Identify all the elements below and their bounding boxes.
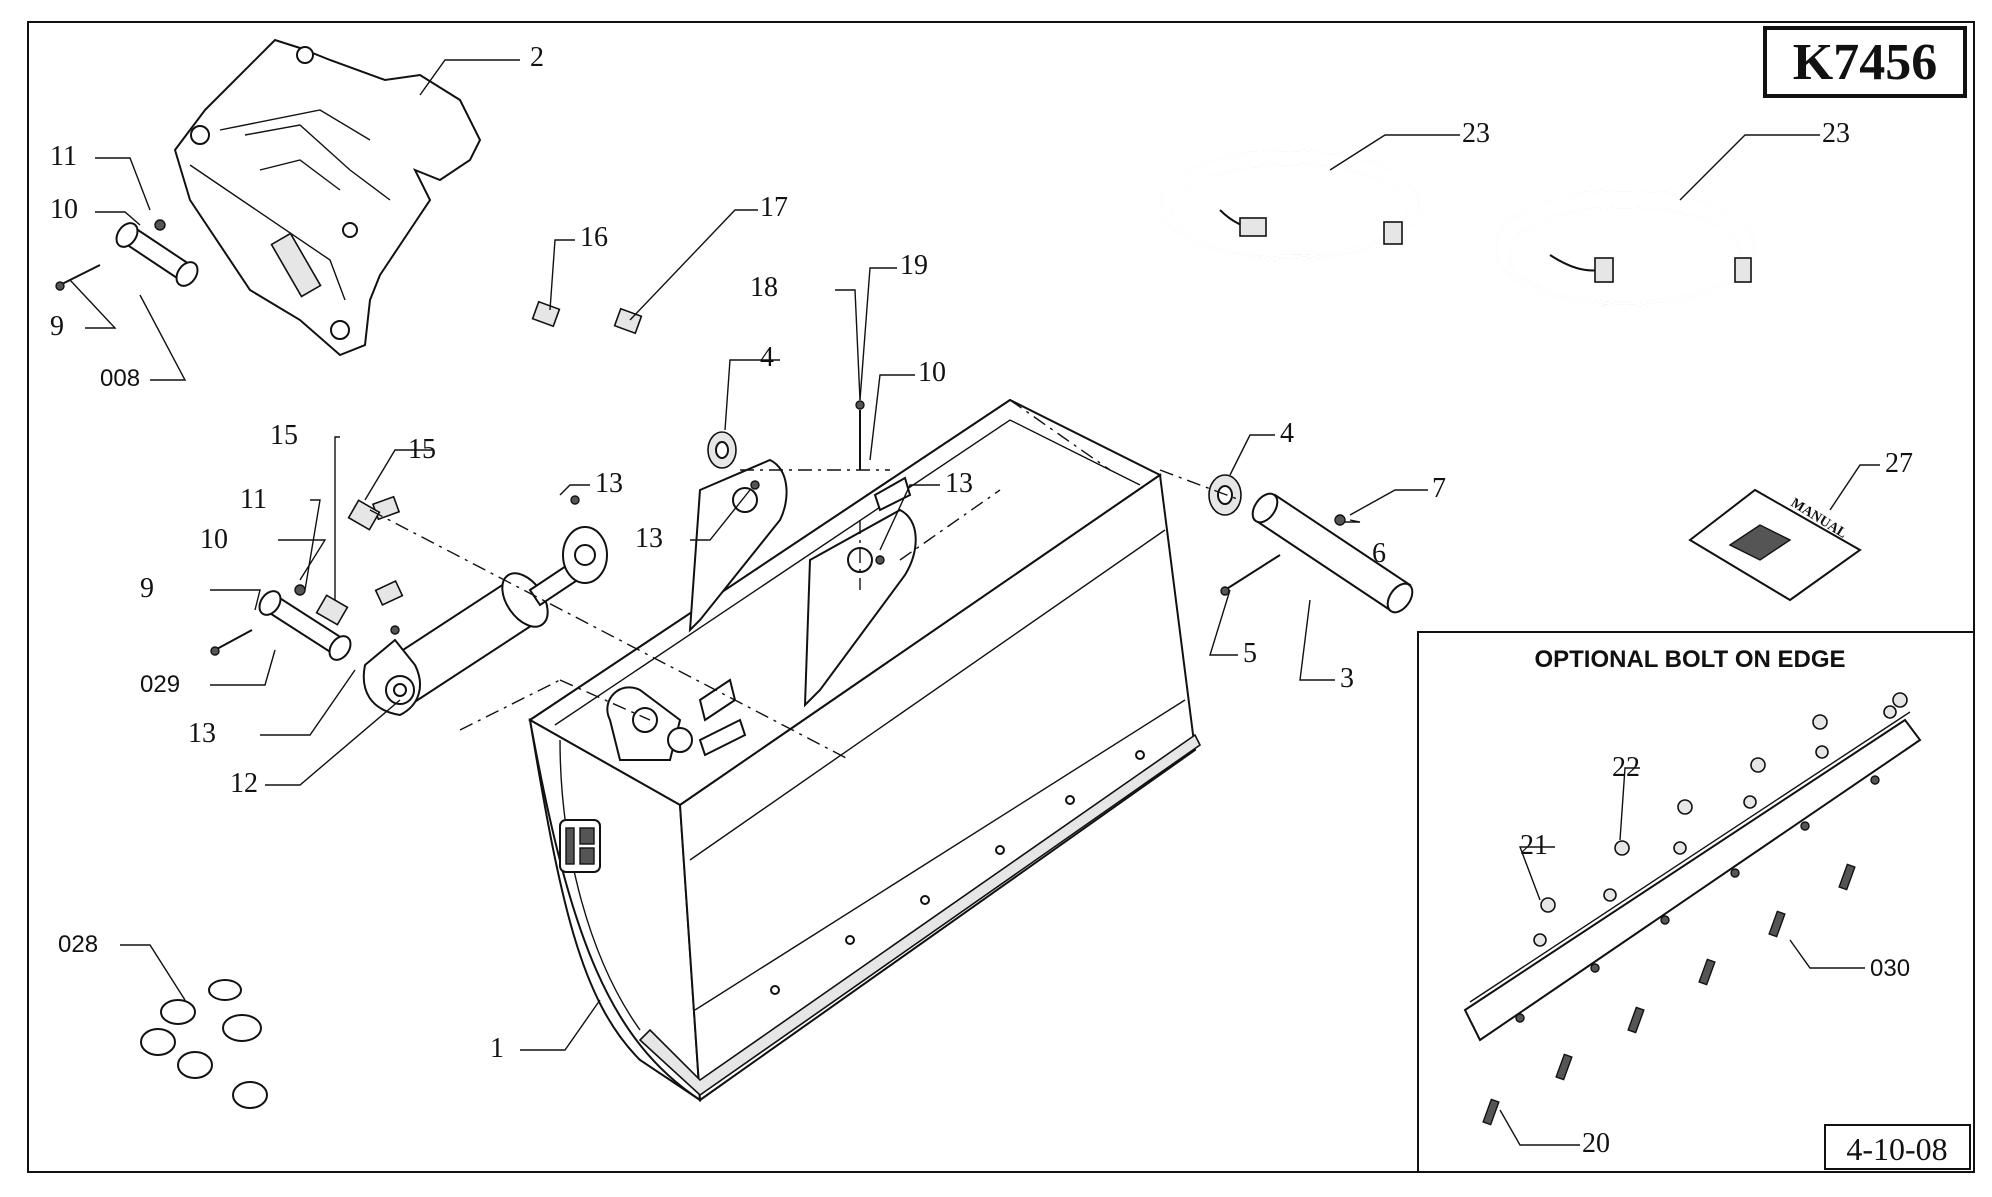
drawing-border <box>27 21 1975 1173</box>
brand-logo <box>559 819 601 873</box>
callout-028: 028 <box>58 931 98 958</box>
callout-19: 19 <box>900 250 928 281</box>
callout-6: 6 <box>1372 538 1386 569</box>
bushing-4-left <box>707 431 737 469</box>
callout-10-lower: 10 <box>200 524 228 555</box>
hose-23-right <box>1493 188 1757 308</box>
callout-15-left: 15 <box>270 420 298 451</box>
callout-10-mid: 10 <box>918 357 946 388</box>
callout-4-right: 4 <box>1280 418 1294 449</box>
callout-9-upper: 9 <box>50 311 64 342</box>
drawing-date: 4-10-08 <box>1846 1131 1947 1167</box>
callout-23-left: 23 <box>1462 118 1490 149</box>
fitting-15-upper <box>347 499 381 531</box>
inset-title: OPTIONAL BOLT ON EDGE <box>1534 646 1845 673</box>
leader-lines <box>69 59 1880 1146</box>
date-box <box>1824 1124 1971 1170</box>
fitting-15-lower <box>315 594 349 626</box>
callout-10-upper: 10 <box>50 194 78 225</box>
hose-23-left <box>1158 148 1422 262</box>
callout-11-lower: 11 <box>240 484 267 515</box>
callout-21: 21 <box>1520 830 1548 861</box>
callout-12: 12 <box>230 768 258 799</box>
callout-22: 22 <box>1612 752 1640 783</box>
bucket-part <box>528 398 1202 1102</box>
hydraulic-cylinder-part <box>362 526 608 717</box>
callout-3: 3 <box>1340 663 1354 694</box>
callout-13-lower: 13 <box>188 718 216 749</box>
callout-9-lower: 9 <box>140 573 154 604</box>
drawing-code-box: K7456 <box>1763 26 1967 98</box>
callout-13-cylinder: 13 <box>595 468 623 499</box>
callout-2: 2 <box>530 42 544 73</box>
callout-1: 1 <box>490 1033 504 1064</box>
callout-20: 20 <box>1582 1128 1610 1159</box>
callout-030: 030 <box>1870 955 1910 982</box>
operator-manual-part: MANUAL <box>1688 488 1862 602</box>
pin-3-part <box>1220 492 1414 614</box>
callout-5: 5 <box>1243 638 1257 669</box>
callout-008: 008 <box>100 365 140 392</box>
callout-7: 7 <box>1432 473 1446 504</box>
callout-18: 18 <box>750 272 778 303</box>
coupler-bracket-part <box>173 38 482 357</box>
optional-bolt-on-edge-inset: OPTIONAL BOLT ON EDGE 4-10-08 <box>1417 631 1975 1173</box>
callout-16: 16 <box>580 222 608 253</box>
callout-labels: 2 11 10 9 008 23 23 16 17 18 19 4 10 4 7… <box>50 42 1913 1159</box>
pin-029-part <box>210 495 580 661</box>
callout-13-mount: 13 <box>945 468 973 499</box>
callout-029: 029 <box>140 671 180 698</box>
pin-008-part <box>55 219 199 291</box>
callout-27: 27 <box>1885 448 1913 479</box>
callout-13-bracket: 13 <box>635 523 663 554</box>
callout-4-left: 4 <box>760 342 774 373</box>
callout-17: 17 <box>760 192 788 223</box>
callout-11-upper: 11 <box>50 141 77 172</box>
callout-23-right: 23 <box>1822 118 1850 149</box>
seal-kit-part <box>140 979 268 1109</box>
callout-15-right: 15 <box>408 434 436 465</box>
drawing-code: K7456 <box>1793 34 1937 91</box>
